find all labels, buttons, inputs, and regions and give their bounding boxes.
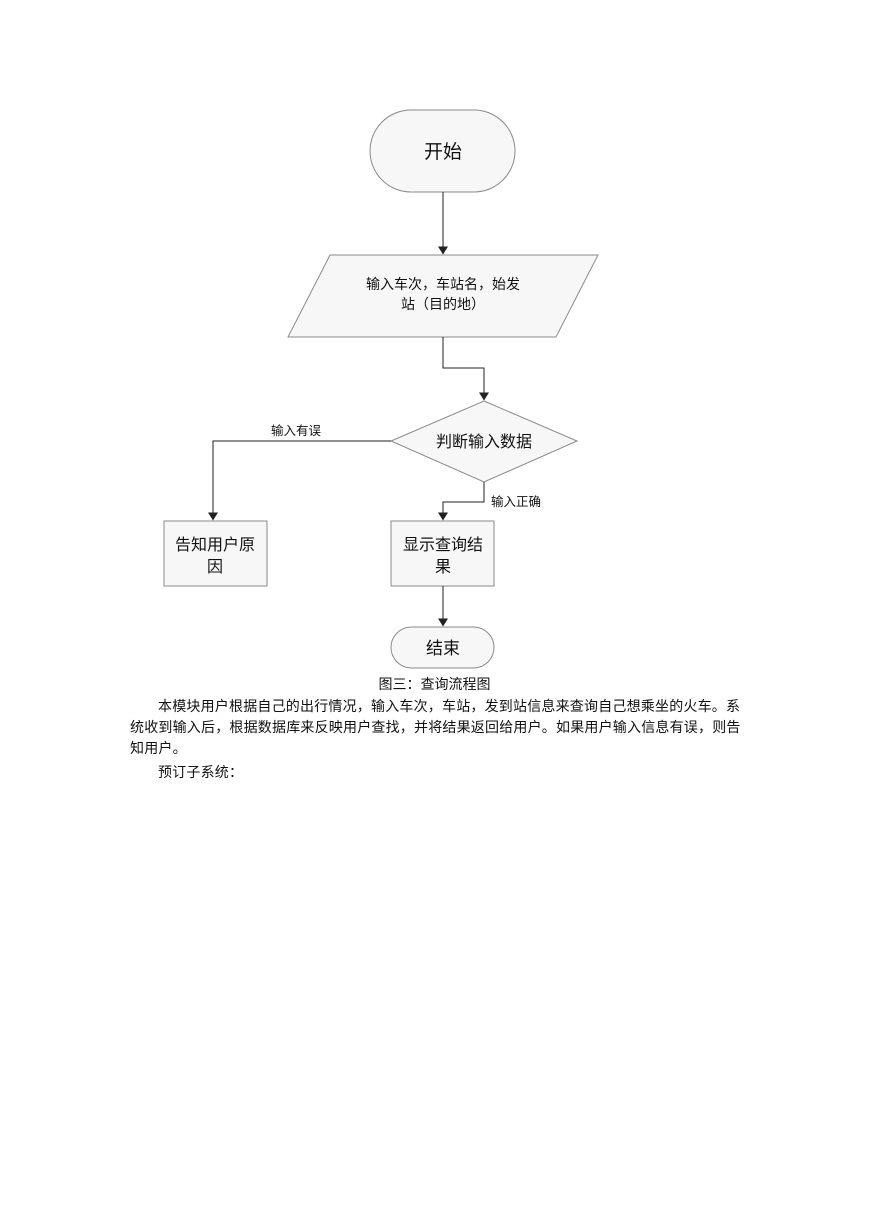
error-notice-label-line1: 告知用户原: [175, 535, 255, 554]
edge-label-input-error: 输入有误: [271, 423, 322, 438]
edge-decision-to-error: [208, 440, 391, 521]
input-node-label-line2: 站（目的地）: [401, 297, 485, 313]
figure-caption: 图三：查询流程图: [378, 677, 491, 693]
body-paragraph-booking-subsystem: 预订子系统：: [158, 765, 244, 781]
decision-node-label: 判断输入数据: [436, 432, 532, 451]
edge-decision-to-result: [438, 482, 485, 521]
end-node-label: 结束: [426, 639, 460, 659]
decision-node: 判断输入数据: [389, 400, 579, 483]
start-node: 开始: [369, 109, 516, 193]
end-node: 结束: [390, 626, 495, 669]
edge-input-to-decision: [442, 337, 489, 401]
show-result-label-line1: 显示查询结: [403, 535, 483, 554]
edge-label-input-correct: 输入正确: [491, 494, 541, 509]
show-result-label-line2: 果: [435, 557, 451, 576]
error-notice-node: 告知用户原 因: [163, 520, 268, 587]
start-node-label: 开始: [424, 141, 462, 163]
input-node-label-line1: 输入车次，车站名，始发: [366, 276, 520, 293]
show-result-node: 显示查询结 果: [390, 520, 495, 587]
body-paragraph-query-module: 本模块用户根据自己的出行情况，输入车次，车站，发到站信息来查询自己想乘坐的火车。…: [130, 699, 741, 757]
input-node: 输入车次，车站名，始发 站（目的地）: [287, 254, 599, 338]
error-notice-label-line2: 因: [207, 557, 223, 576]
query-flowchart: 开始 输入车次，车站名，始发 站（目的地） 判断输入数据 输入有误 输入正确 告…: [163, 109, 599, 669]
